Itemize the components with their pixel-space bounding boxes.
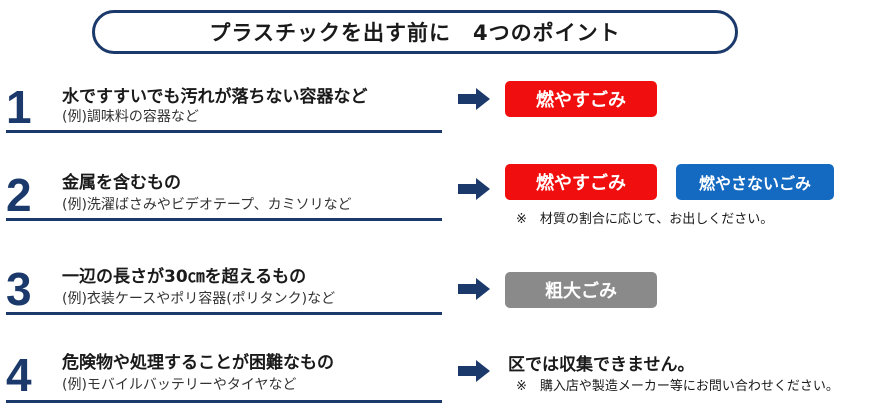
point-underline [6,312,442,315]
point-example-text: (例)モバイルバッテリーやタイヤなど [62,377,297,393]
point-number: 4 [6,349,32,401]
point-main-text: 金属を含むもの [62,173,181,193]
non-burnable-waste-badge: 燃やさないごみ [676,164,834,200]
right-arrow-icon [458,278,490,300]
page-title: プラスチックを出す前に 4つのポイント [92,10,738,54]
point-example-text: (例)衣装ケースやポリ容器(ポリタンク)など [62,291,336,307]
point-underline [6,400,442,403]
point-main-text: 水ですすいでも汚れが落ちない容器など [62,87,368,107]
point-example-text: (例)洗濯ばさみやビデオテープ、カミソリなど [62,197,352,213]
right-arrow-icon [458,360,490,382]
point-example-text: (例)調味料の容器など [62,109,199,125]
point-number: 1 [6,81,32,133]
right-arrow-icon [458,178,490,200]
burnable-waste-badge: 燃やすごみ [505,81,657,117]
oversized-waste-badge: 粗大ごみ [505,272,657,308]
point-underline [6,130,442,133]
point-main-text: 一辺の長さが30㎝を超えるもの [62,267,307,287]
point-number: 2 [6,169,32,221]
point-main-text: 危険物や処理することが困難なもの [62,353,334,373]
material-ratio-note: ※ 材質の割合に応じて、お出しください。 [516,212,774,227]
right-arrow-icon [458,88,490,110]
not-collected-text: 区では収集できません。 [508,355,695,375]
burnable-waste-badge: 燃やすごみ [505,164,657,200]
contact-retailer-note: ※ 購入店や製造メーカー等にお問い合わせください。 [516,379,839,394]
point-number: 3 [6,263,32,315]
point-underline [6,218,442,221]
